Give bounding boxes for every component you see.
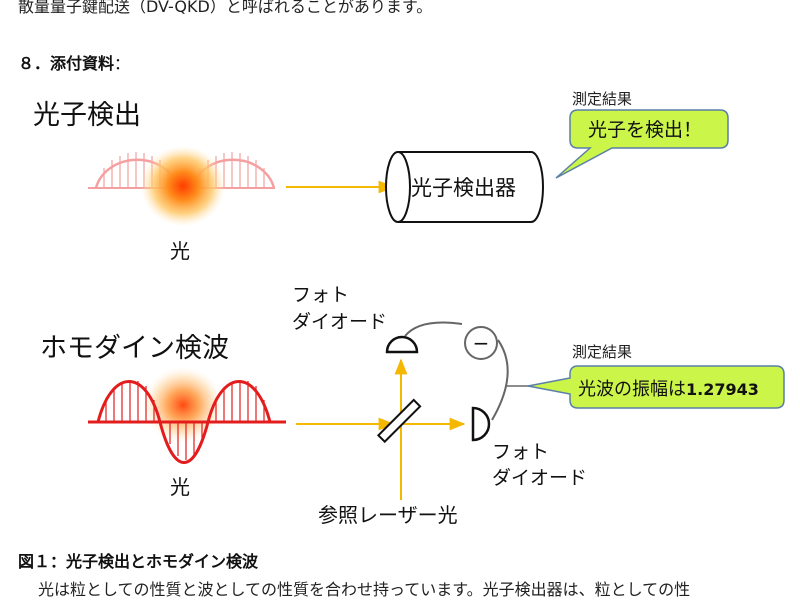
homodyne-result-text: 光波の振幅は1.27943 (578, 379, 759, 400)
figure-caption: 図１：光子検出とホモダイン検波 (18, 552, 259, 571)
photodiode-bottom-label-1: フォト (492, 441, 549, 463)
subtractor-circle (464, 326, 498, 360)
wire-top (404, 321, 463, 337)
beam-splitter (376, 398, 422, 444)
top-text-line: 散量量子鍵配送（DV-QKD）と呼ばれることがあります。 (18, 0, 433, 16)
wave-ticks-strong (105, 380, 265, 460)
reference-laser-label: 参照レーザー光 (318, 503, 458, 527)
light-wave-strong (88, 367, 286, 464)
section-title: 添付資料 (50, 54, 115, 73)
photodiode-top-label-1: フォト (292, 284, 349, 306)
homodyne-result-callout (527, 365, 785, 409)
homodyne-result-value: 1.27943 (686, 380, 759, 399)
homodyne-light-label: 光 (170, 475, 190, 499)
photon-detector (385, 151, 544, 223)
photodiode-top (385, 335, 419, 354)
homodyne-result-prefix: 光波の振幅は (578, 379, 686, 400)
section-number: ８． (18, 54, 51, 73)
photon-glow (141, 146, 225, 226)
photodiode-right (471, 406, 491, 442)
photon-detection-title: 光子検出 (33, 100, 141, 131)
body-paragraph: 光は粒としての性質と波としての性質を合わせ持っています。光子検出器は、粒としての… (38, 580, 691, 599)
photon-result-heading: 測定結果 (572, 90, 632, 108)
photon-result-callout (555, 109, 729, 179)
photodiode-bottom-label-2: ダイオード (492, 467, 587, 489)
homodyne-title: ホモダイン検波 (40, 333, 229, 364)
photon-result-text: 光子を検出！ (588, 119, 702, 141)
light-wave-weak (88, 146, 276, 226)
photodiode-top-label-2: ダイオード (292, 311, 387, 333)
photon-light-label: 光 (170, 239, 190, 263)
homodyne-result-heading: 測定結果 (572, 343, 632, 361)
photon-detector-label: 光子検出器 (411, 176, 516, 200)
section-colon: ： (114, 54, 131, 73)
section-heading: ８．添付資料： (18, 50, 130, 74)
homodyne-glow (143, 367, 223, 443)
minus-sign: − (473, 331, 490, 355)
wire-right (491, 339, 509, 421)
